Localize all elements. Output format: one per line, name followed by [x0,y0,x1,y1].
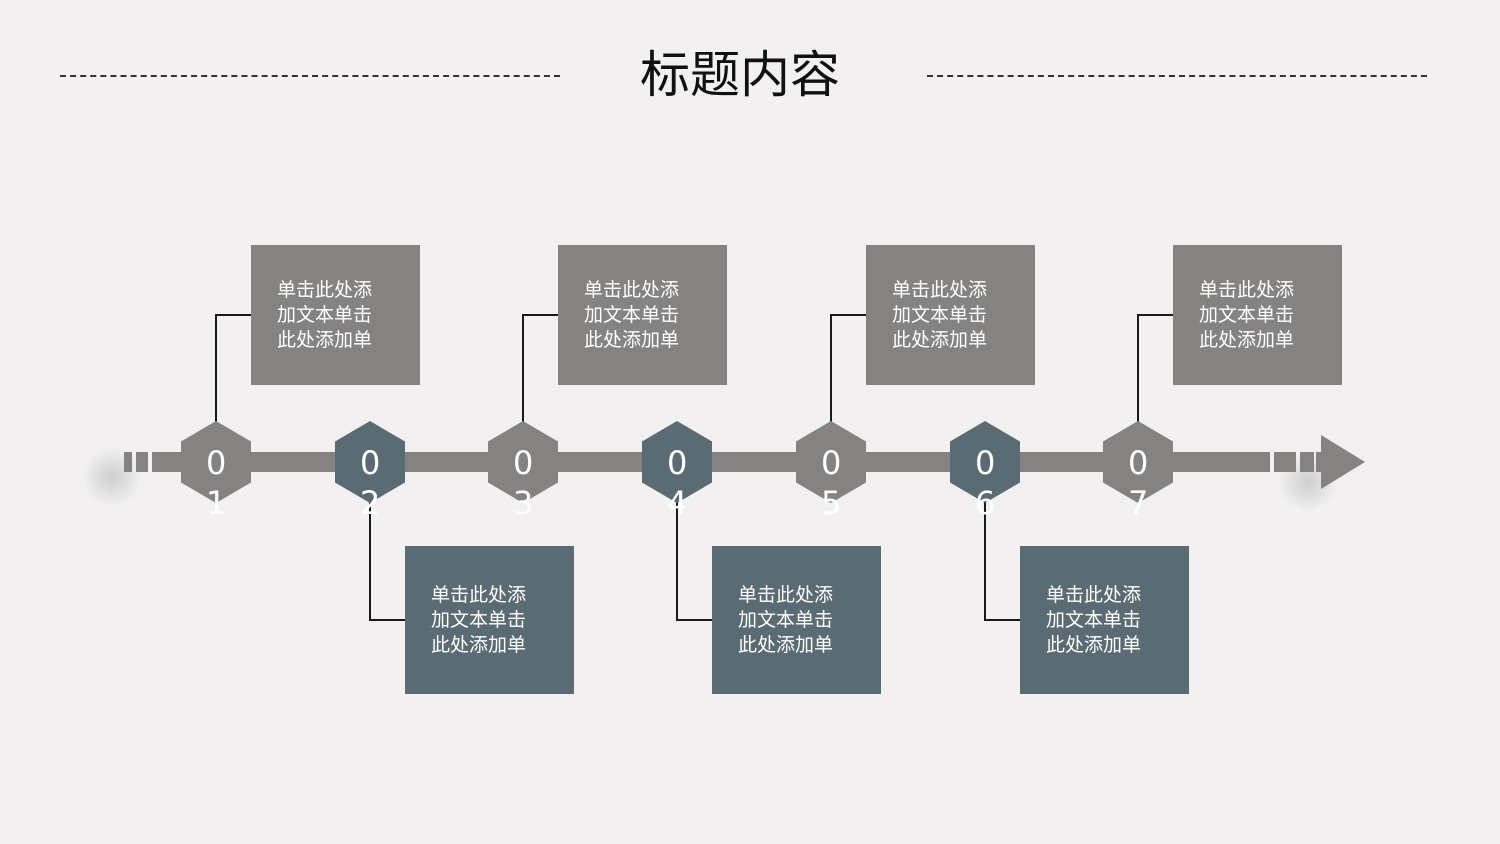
step-number: 04 [667,444,688,522]
page-title: 标题内容 [640,46,840,104]
track-head-dash [1274,452,1296,472]
timeline-arrow-head [1321,435,1365,489]
step-text: 单击此处添加文本单击此处添加单 [277,278,373,351]
connector-horizontal-line [1137,314,1173,316]
step-number: 06 [975,444,996,522]
connector-horizontal-line [830,314,866,316]
step-hexagon [950,421,1020,503]
step-text: 单击此处添加文本单击此处添加单 [1199,278,1295,351]
connector-vertical-line [215,315,217,423]
step-text: 单击此处添加文本单击此处添加单 [1046,583,1142,656]
track-start-glow [82,447,142,507]
step-hexagon [796,421,866,503]
connector-vertical-line [676,501,678,620]
track-head-dash [1300,452,1314,472]
connector-vertical-line [984,501,986,620]
connector-horizontal-line [522,314,558,316]
track-tail-dash [136,452,148,472]
connector-horizontal-line [676,619,712,621]
connector-horizontal-line [215,314,251,316]
connector-vertical-line [1137,315,1139,423]
step-text-box: 单击此处添加文本单击此处添加单 [251,245,420,385]
connector-vertical-line [522,315,524,423]
step-text-box: 单击此处添加文本单击此处添加单 [1020,546,1189,694]
connector-horizontal-line [369,619,405,621]
step-text-box: 单击此处添加文本单击此处添加单 [1173,245,1342,385]
track-tail-dash [124,452,132,472]
step-text: 单击此处添加文本单击此处添加单 [431,583,527,656]
step-text-box: 单击此处添加文本单击此处添加单 [866,245,1035,385]
step-hexagon [642,421,712,503]
track-tail-dash [152,452,168,472]
step-number: 03 [513,444,534,522]
step-number: 01 [206,444,227,522]
step-text: 单击此处添加文本单击此处添加单 [584,278,680,351]
connector-vertical-line [830,315,832,423]
connector-vertical-line [369,501,371,620]
step-text-box: 单击此处添加文本单击此处添加单 [712,546,881,694]
step-number: 07 [1128,444,1149,522]
connector-horizontal-line [984,619,1020,621]
title-left-dashed-line [60,75,560,77]
step-text-box: 单击此处添加文本单击此处添加单 [405,546,574,694]
step-number: 05 [821,444,842,522]
step-text: 单击此处添加文本单击此处添加单 [892,278,988,351]
title-right-dashed-line [927,75,1427,77]
step-text-box: 单击此处添加文本单击此处添加单 [558,245,727,385]
step-number: 02 [360,444,381,522]
step-text: 单击此处添加文本单击此处添加单 [738,583,834,656]
track-head-dash [1316,452,1322,472]
